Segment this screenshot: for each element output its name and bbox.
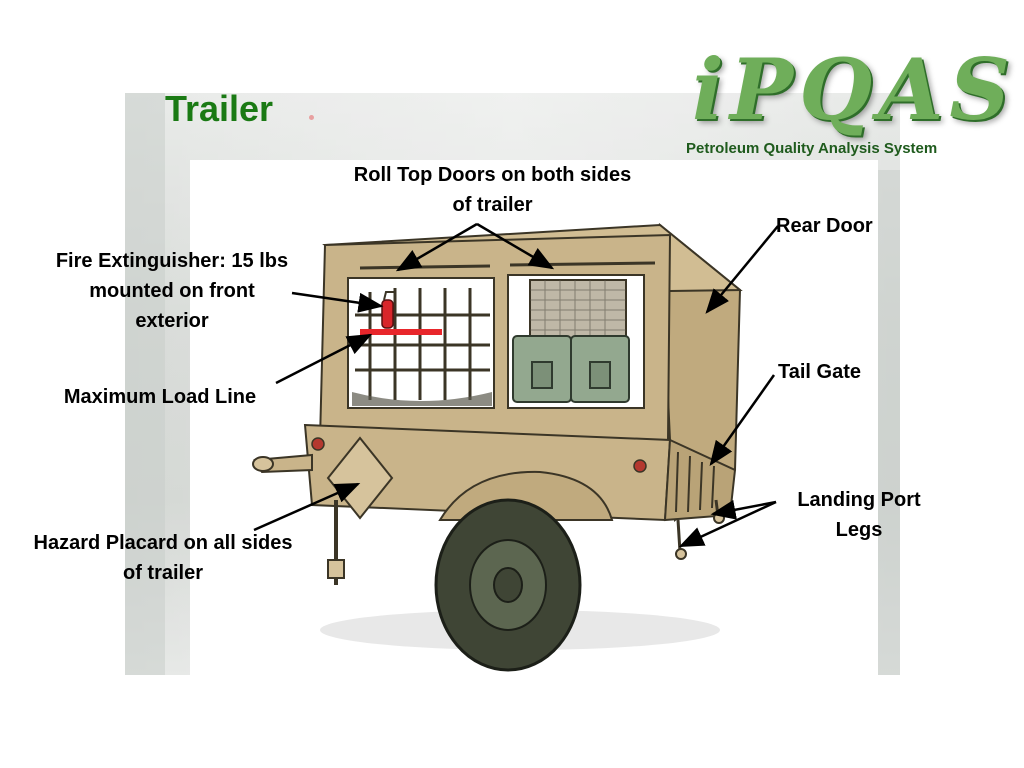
logo-subtitle: Petroleum Quality Analysis System: [686, 140, 938, 157]
leader-landing-leg-2: [678, 500, 777, 548]
leader-hazard-placard: [253, 482, 361, 532]
leader-rear-door: [705, 225, 779, 314]
tow-hitch: [252, 456, 274, 472]
label-tail-gate: Tail Gate: [778, 361, 861, 383]
background-stripe-left: [125, 93, 165, 675]
maximum-load-line: [360, 329, 442, 335]
roll-top-rail-right: [509, 261, 656, 267]
fire-extinguisher: [381, 299, 394, 329]
label-roll-top-doors: Roll Top Doors on both sides of trailer: [353, 164, 632, 216]
mesh-pattern: [530, 280, 626, 340]
roll-top-rail-left: [359, 264, 491, 270]
wheel-hub: [493, 567, 523, 603]
fire-extinguisher-nozzle: [383, 291, 394, 301]
rack-floor: [352, 392, 492, 406]
rear-light: [633, 459, 647, 473]
leader-landing-leg-1: [710, 499, 777, 520]
leader-tail-gate: [709, 374, 776, 467]
logo-wordmark: iPQAS: [692, 40, 1017, 139]
leader-max-load-line: [275, 333, 373, 385]
container-left-latch: [531, 361, 553, 389]
front-jack-foot: [327, 559, 345, 579]
label-maximum-load-line: Maximum Load Line: [63, 386, 257, 408]
leader-lines: [253, 222, 779, 548]
landing-leg-1-foot: [675, 548, 687, 560]
label-hazard-placard: Hazard Placard on all sides of trailer: [33, 532, 293, 584]
tail-gate: [675, 451, 715, 513]
label-rear-door: Rear Door: [776, 215, 873, 237]
front-left-light: [311, 437, 325, 451]
label-landing-port-legs: Landing Port Legs: [797, 489, 921, 541]
label-fire-extinguisher: Fire Extinguisher: 15 lbs mounted on fro…: [55, 250, 289, 332]
leader-fire-extinguisher: [291, 291, 384, 313]
page-title: Trailer: [165, 88, 274, 129]
leader-roll-top-left: [395, 222, 478, 272]
ipqas-logo: iPQAS Petroleum Quality Analysis System: [684, 40, 1010, 165]
landing-leg-1: [676, 519, 682, 553]
title-decoration: [309, 115, 314, 120]
leader-roll-top-right: [476, 222, 555, 270]
container-right-latch: [589, 361, 611, 389]
